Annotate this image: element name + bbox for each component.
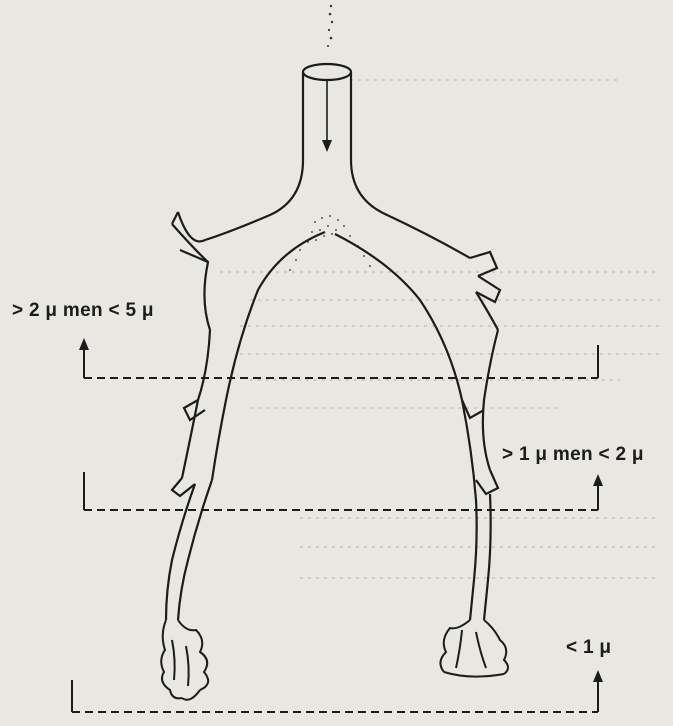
level-bracket-lower [72,678,598,712]
upper-level-arrow [79,338,89,350]
airflow-arrow [322,80,332,152]
right-alveoli [440,620,508,677]
lower-level-arrow [593,670,603,682]
label-middle-particle-size: > 1 μ men < 2 μ [502,444,644,466]
level-bracket-upper [84,345,598,378]
incoming-particles [327,5,333,47]
left-bronchus [166,212,325,620]
label-upper-particle-size: > 2 μ men < 5 μ [12,300,154,322]
label-lower-particle-size: < 1 μ [566,637,611,659]
bleed-through-background [220,80,660,578]
middle-level-arrow [593,474,603,486]
trachea [205,64,470,258]
left-alveoli [161,620,208,700]
level-bracket-middle [84,472,598,510]
right-bronchus [335,234,500,620]
